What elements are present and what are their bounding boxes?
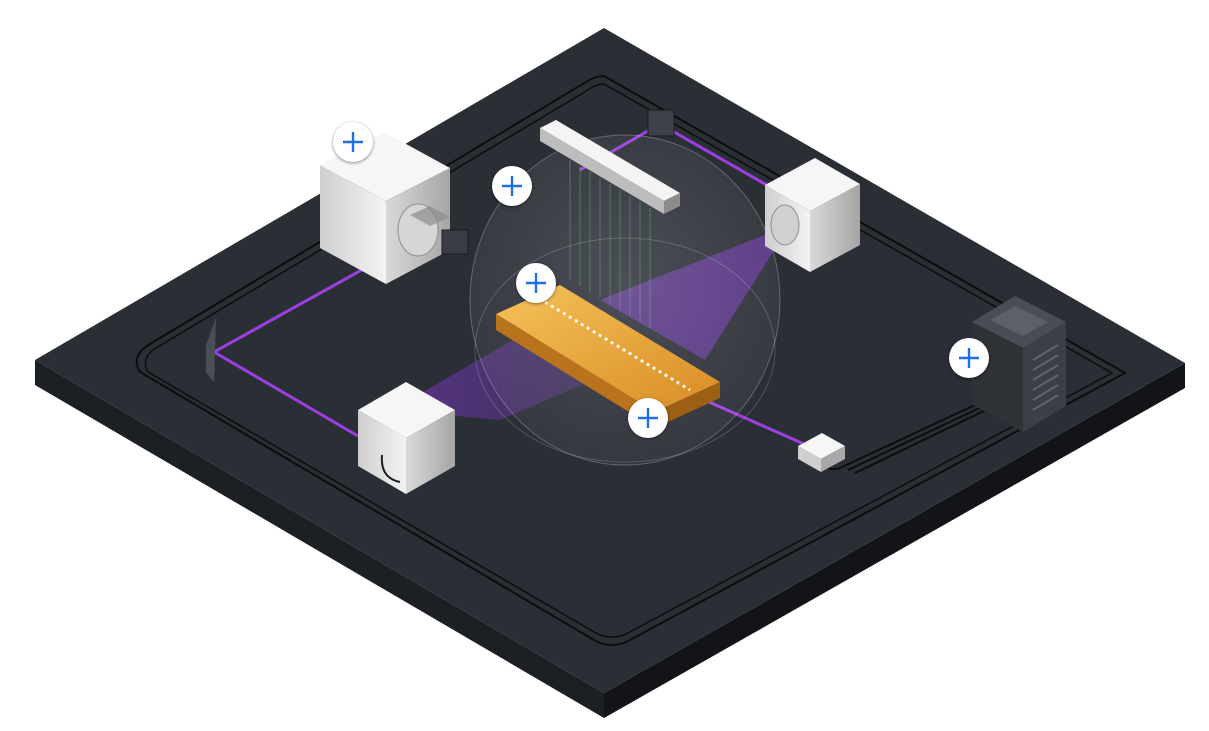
plus-icon [956,345,982,371]
plus-icon [340,129,366,155]
plus-icon [635,405,661,431]
hotspot-beam-optics[interactable] [492,166,532,206]
hotspot-laser-source[interactable] [333,122,373,162]
hotspot-control-server[interactable] [949,338,989,378]
plus-icon [523,270,549,296]
hotspot-vacuum-chamber[interactable] [628,398,668,438]
hotspot-trap-chip[interactable] [516,263,556,303]
mirror-top [648,110,674,136]
plus-icon [499,173,525,199]
